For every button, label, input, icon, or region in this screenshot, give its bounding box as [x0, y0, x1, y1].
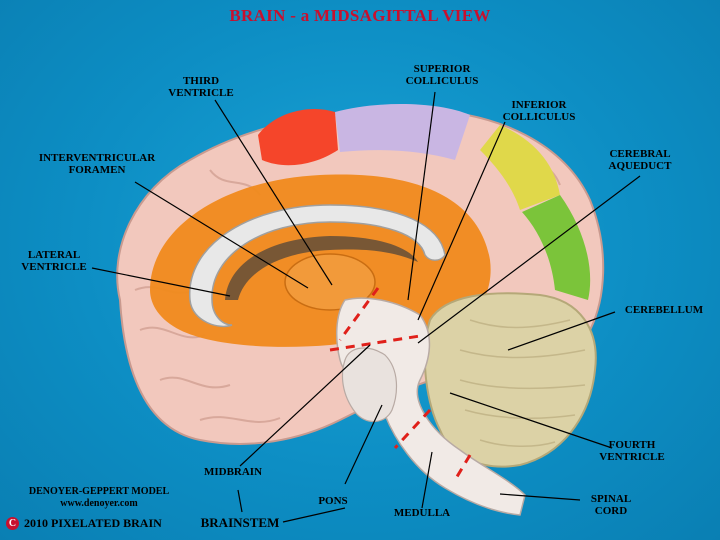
leader-lines	[91, 91, 641, 523]
label-cerebral-aqueduct: CEREBRAL AQUEDUCT	[608, 148, 672, 172]
cerebellum-shape	[423, 292, 597, 468]
label-midbrain: MIDBRAIN	[203, 466, 263, 478]
label-medulla: MEDULLA	[393, 507, 451, 519]
page-title: BRAIN - a MIDSAGITTAL VIEW	[229, 6, 491, 25]
label-inferior-colliculus: INFERIOR COLLICULUS	[502, 99, 576, 123]
occipital-green-region	[522, 195, 591, 300]
label-cerebellum: CEREBELLUM	[624, 304, 704, 316]
corpus-callosum	[189, 204, 446, 328]
label-superior-colliculus: SUPERIOR COLLICULUS	[405, 63, 479, 87]
credit-model: DENOYER-GEPPERT MODEL	[28, 486, 170, 497]
cerebellum-folia	[459, 319, 586, 448]
credit-url: www.denoyer.com	[60, 498, 138, 509]
label-brainstem: BRAINSTEM	[200, 515, 280, 530]
occipital-yellow-region	[480, 125, 560, 210]
copyright-text: 2010 PIXELATED BRAIN	[24, 516, 162, 530]
copyright-line: C 2010 PIXELATED BRAIN	[6, 516, 162, 531]
frontal-red-region	[258, 108, 338, 166]
pons-shape	[341, 347, 397, 423]
brainstem-boundaries	[329, 287, 472, 481]
label-lateral-ventricle: LATERAL VENTRICLE	[21, 249, 87, 273]
lateral-ventricle-shape	[225, 236, 418, 300]
credit-block: DENOYER-GEPPERT MODEL www.denoyer.com	[10, 486, 188, 510]
parietal-purple-region	[335, 104, 470, 160]
label-interventricular-foramen: INTERVENTRICULAR FORAMEN	[38, 152, 156, 176]
label-fourth-ventricle: FOURTH VENTRICLE	[599, 439, 665, 463]
label-pons: PONS	[318, 495, 348, 507]
label-third-ventricle: THIRD VENTRICLE	[168, 75, 234, 99]
copyright-icon: C	[6, 517, 19, 530]
label-spinal-cord: SPINAL CORD	[590, 493, 632, 517]
